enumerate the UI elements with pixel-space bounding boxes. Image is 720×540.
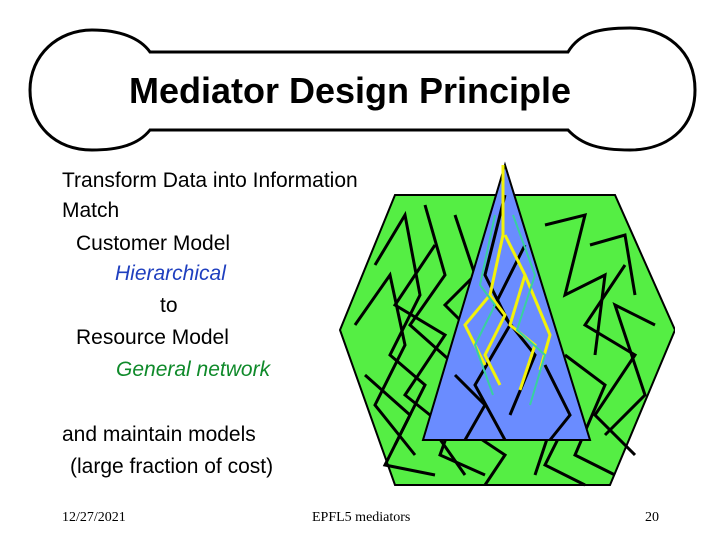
- text-transform: Transform Data into Information: [62, 169, 358, 192]
- slide-title: Mediator Design Principle: [128, 70, 572, 111]
- text-resource-model: Resource Model: [76, 326, 229, 349]
- text-customer-model: Customer Model: [76, 232, 231, 255]
- text-maintain-models: and maintain models: [62, 423, 256, 446]
- text-general-network: General network: [116, 358, 271, 381]
- title-scroll-frame: [28, 26, 697, 152]
- text-cost: (large fraction of cost): [70, 455, 274, 478]
- network-hierarchy-illustration: [338, 161, 675, 487]
- hierarchy-accent-lines: [473, 214, 547, 406]
- text-match: Match: [62, 199, 120, 222]
- footer-page-number: 20: [645, 510, 659, 525]
- text-hierarchical: Hierarchical: [115, 262, 226, 285]
- footer-title: EPFL5 mediators: [312, 510, 411, 525]
- footer-date: 12/27/2021: [62, 510, 126, 525]
- text-to: to: [160, 294, 178, 317]
